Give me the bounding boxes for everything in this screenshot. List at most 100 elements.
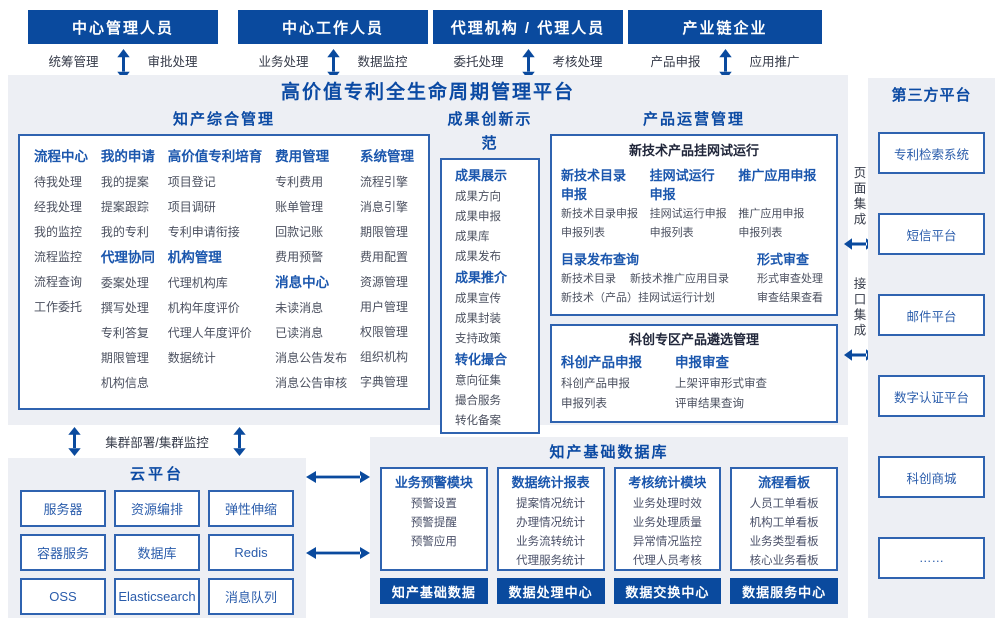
module-item: 期限管理 [359,225,408,239]
double-arrow-vertical-icon [233,426,246,456]
module-item: 预警提醒 [410,517,457,529]
actor-title: 中心工作人员 [238,10,428,44]
main-platform-panel: 高价值专利全生命周期管理平台 知产综合管理 流程中心 [8,75,848,434]
module-group-items: 上架评审形式审查 评审结果查询 [675,374,789,414]
database-module-box: 数据统计报表 提案情况统计 办理情况统计 业务流转统计 代理服务统计 [496,467,605,571]
module-item: 提案跟踪 [100,200,149,214]
platform-title: 高价值专利全生命周期管理平台 [280,82,575,103]
declare-groups-row: 新技术目录申报 新技术目录申报 申报列表 [561,164,827,243]
actor-role-label: 数据监控 [357,55,408,69]
actors-row: 中心管理人员 统筹管理 审批处理 中心工作人员 业务处理 数据监控 [28,10,822,80]
double-arrow-vertical-icon [116,49,130,80]
module-group-header: 流程中心 [34,149,88,164]
module-item: 撰写处理 [100,301,149,315]
module-group-header: 申报审查 [675,355,729,370]
module-group-header: 代理协同 [100,250,155,265]
module-group-items: 项目登记 项目调研 专利申请衔接 [168,170,263,245]
module-group-items: 专利费用 账单管理 回款记账 费用预警 [275,170,347,270]
module-item: 费用配置 [359,250,408,264]
actor-group: 代理机构 / 代理人员 委托处理 考核处理 [433,10,623,80]
module-group: 新技术目录申报 新技术目录申报 申报列表 [561,164,650,243]
module-item: 新技术目录申报 [561,208,638,220]
module-group-header: 系统管理 [359,149,414,164]
module-item: 意向征集 [455,375,501,387]
cloud-service-item: OSS [20,578,106,615]
module-group-header: 机构管理 [167,250,222,265]
module-item: 核心业务看板 [749,555,819,567]
module-group-header: 科创产品申报 [561,355,642,370]
third-party-title: 第三方平台 [891,87,972,104]
module-item: 审查结果查看 [757,292,823,304]
module-item: 形式审查处理 [757,273,823,285]
module-group-header: 成果展示 [455,168,508,183]
module-item: 代理机构库 [167,276,228,290]
module-group: 高价值专利培育 项目登记 项目调研 专利申请衔接 [168,144,263,245]
page-integration-label: 页面集成 [851,166,866,228]
database-module-box: 业务预警模块 预警设置 预警提醒 预警应用 [380,467,488,571]
cloud-services-grid: 服务器 资源编排 弹性伸缩 容器服务 数据库 Redis OSS Elastic… [20,490,294,615]
module-group-items: 提案情况统计 办理情况统计 业务流转统计 代理服务统计 [499,495,603,571]
module-item: 成果申报 [455,211,501,223]
module-group-items: 人员工单看板 机构工单看板 业务类型看板 核心业务看板 [732,495,836,571]
module-item: 申报列表 [738,227,783,239]
module-item: 账单管理 [275,200,324,214]
module-group: 申报审查 上架评审形式审查 评审结果查询 [675,352,789,414]
module-item: 转化备案 [455,415,501,427]
module-item: 工作委托 [34,300,83,314]
module-column: 系统管理 流程引擎 消息引擎 期限管理 [360,144,414,400]
section-title: 成果创新示范 [447,111,533,152]
module-group-items: 我的提案 提案跟踪 我的专利 [101,170,155,245]
module-item: 机构信息 [100,376,149,390]
actor-role-label: 审批处理 [147,55,198,69]
module-item: 权限管理 [359,325,408,339]
module-item: 回款记账 [275,225,324,239]
module-item: 异常情况监控 [632,536,702,548]
module-item: 未读消息 [275,301,324,315]
module-item: 推广应用申报 [738,208,805,220]
module-group: 费用管理 专利费用 账单管理 回款记账 [275,144,347,270]
module-item: 待我处理 [34,175,83,189]
third-party-items: 专利检索系统 短信平台 邮件平台 数字认证平台 科创商城 …… [878,132,985,579]
module-group-items: 成果方向 成果申报 成果库 成果发布 [455,187,538,267]
module-group-header: 消息中心 [275,275,330,290]
actor-role-labels: 业务处理 数据监控 [238,44,428,80]
directory-review-row: 目录发布查询 新技术目录 新技术推广应用目录 新技术（产品）挂网试运行计划 [561,250,827,308]
module-item: 字典管理 [359,375,408,389]
data-center-badge: 数据交换中心 [613,578,722,604]
module-item: 已读消息 [275,326,324,340]
subpanel-title: 科创专区产品遴选管理 [628,332,759,347]
cloud-service-item: 服务器 [20,490,106,527]
module-group: 目录发布查询 新技术目录 新技术推广应用目录 新技术（产品）挂网试运行计划 [561,250,757,308]
actor-group: 中心工作人员 业务处理 数据监控 [238,10,428,80]
module-group-header: 流程看板 [758,475,811,490]
double-arrow-horizontal-icon [844,349,874,361]
module-item: 成果封装 [455,313,501,325]
actor-title: 代理机构 / 代理人员 [433,10,623,44]
module-column: 流程中心 待我处理 经我处理 我的监控 [34,144,88,400]
actor-group: 产业链企业 产品申报 应用推广 [628,10,822,80]
module-group: 推广应用申报 推广应用申报 申报列表 [738,164,827,243]
module-group-header: 业务预警模块 [394,475,473,490]
third-party-item: 数字认证平台 [878,375,985,417]
module-group-items: 挂网试运行申报 申报列表 [650,205,739,243]
double-arrow-vertical-icon [718,49,732,80]
actor-title: 产业链企业 [628,10,822,44]
module-item: 成果宣传 [455,293,501,305]
double-arrow-vertical-icon [326,49,340,80]
module-item: 撮合服务 [455,395,501,407]
module-item: 申报列表 [649,227,694,239]
actor-role-label: 委托处理 [453,55,504,69]
module-item: 代理人年度评价 [167,326,252,340]
module-item: 评审结果查询 [675,398,744,410]
module-group: 挂网试运行申报 挂网试运行申报 申报列表 [650,164,739,243]
module-group: 转化撮合 意向征集 撮合服务 转化备案 [455,349,538,431]
module-item: 成果方向 [455,191,501,203]
module-item: 经我处理 [34,200,83,214]
section-product-operation: 产品运营管理 新技术产品挂网试运行 新技术目录申报 新技术目录申报 [550,108,838,434]
module-item: 专利费用 [275,175,324,189]
module-item: 流程引擎 [359,175,408,189]
actor-role-label: 考核处理 [552,55,603,69]
third-party-item: …… [878,537,985,579]
data-center-badge: 数据处理中心 [496,578,605,604]
